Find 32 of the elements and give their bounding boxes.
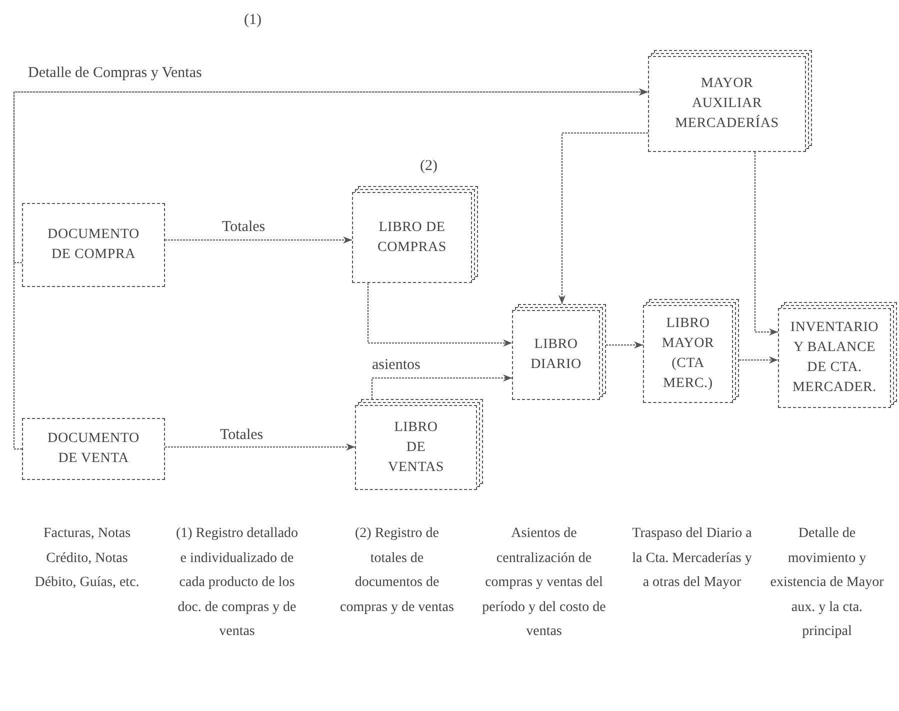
box-label: DOCUMENTO DE COMPRA <box>46 226 140 264</box>
arrow <box>14 88 648 450</box>
footnote-mark: (1) <box>244 11 262 30</box>
stacked-document-box <box>778 302 897 408</box>
box-label: INVENTARIO Y BALANCE DE CTA. MERCADER. <box>789 319 880 397</box>
arrow <box>164 443 356 451</box>
description-text: (1) Registro detallado e individualizado de cada producto de los doc. de compras y de ventas <box>175 525 299 641</box>
footnote-mark: (2) <box>420 157 438 176</box>
box-label: LIBRO DE VENTAS <box>388 418 444 476</box>
stacked-document-box <box>512 304 606 400</box>
description-text: Detalle de movimiento y existencia de Mayor aux. y la cta. principal <box>769 525 885 641</box>
arrow <box>558 132 648 304</box>
box-label: LIBRO MAYOR (CTA MERC.) <box>662 315 714 393</box>
arrow <box>606 341 644 349</box>
description-text: Asientos de centralización de compras y ventas del período y del costo de ventas <box>482 525 606 641</box>
stacked-document-box <box>643 299 739 403</box>
document-box <box>22 203 165 287</box>
arrow <box>754 152 778 336</box>
description-text: Traspaso del Diario a la Cta. Mercaderías y a otras del Mayor <box>631 525 753 592</box>
box-label: LIBRO DE COMPRAS <box>377 218 446 256</box>
arrow <box>372 374 512 400</box>
box-label: MAYOR AUXILIAR MERCADERÍAS <box>675 75 779 133</box>
box-label: DOCUMENTO DE VENTA <box>46 430 140 468</box>
stacked-document-box <box>648 50 812 152</box>
stacked-document-box <box>355 399 483 490</box>
arrow <box>164 236 352 244</box>
document-box <box>22 418 165 480</box>
description-text: Facturas, Notas Crédito, Notas Débito, Guías, etc. <box>34 525 140 592</box>
arrow <box>368 282 512 347</box>
arrow <box>738 356 778 364</box>
description-text: (2) Registro de totales de documentos de compras y de ventas <box>339 525 455 616</box>
box-label: LIBRO DIARIO <box>530 336 582 374</box>
